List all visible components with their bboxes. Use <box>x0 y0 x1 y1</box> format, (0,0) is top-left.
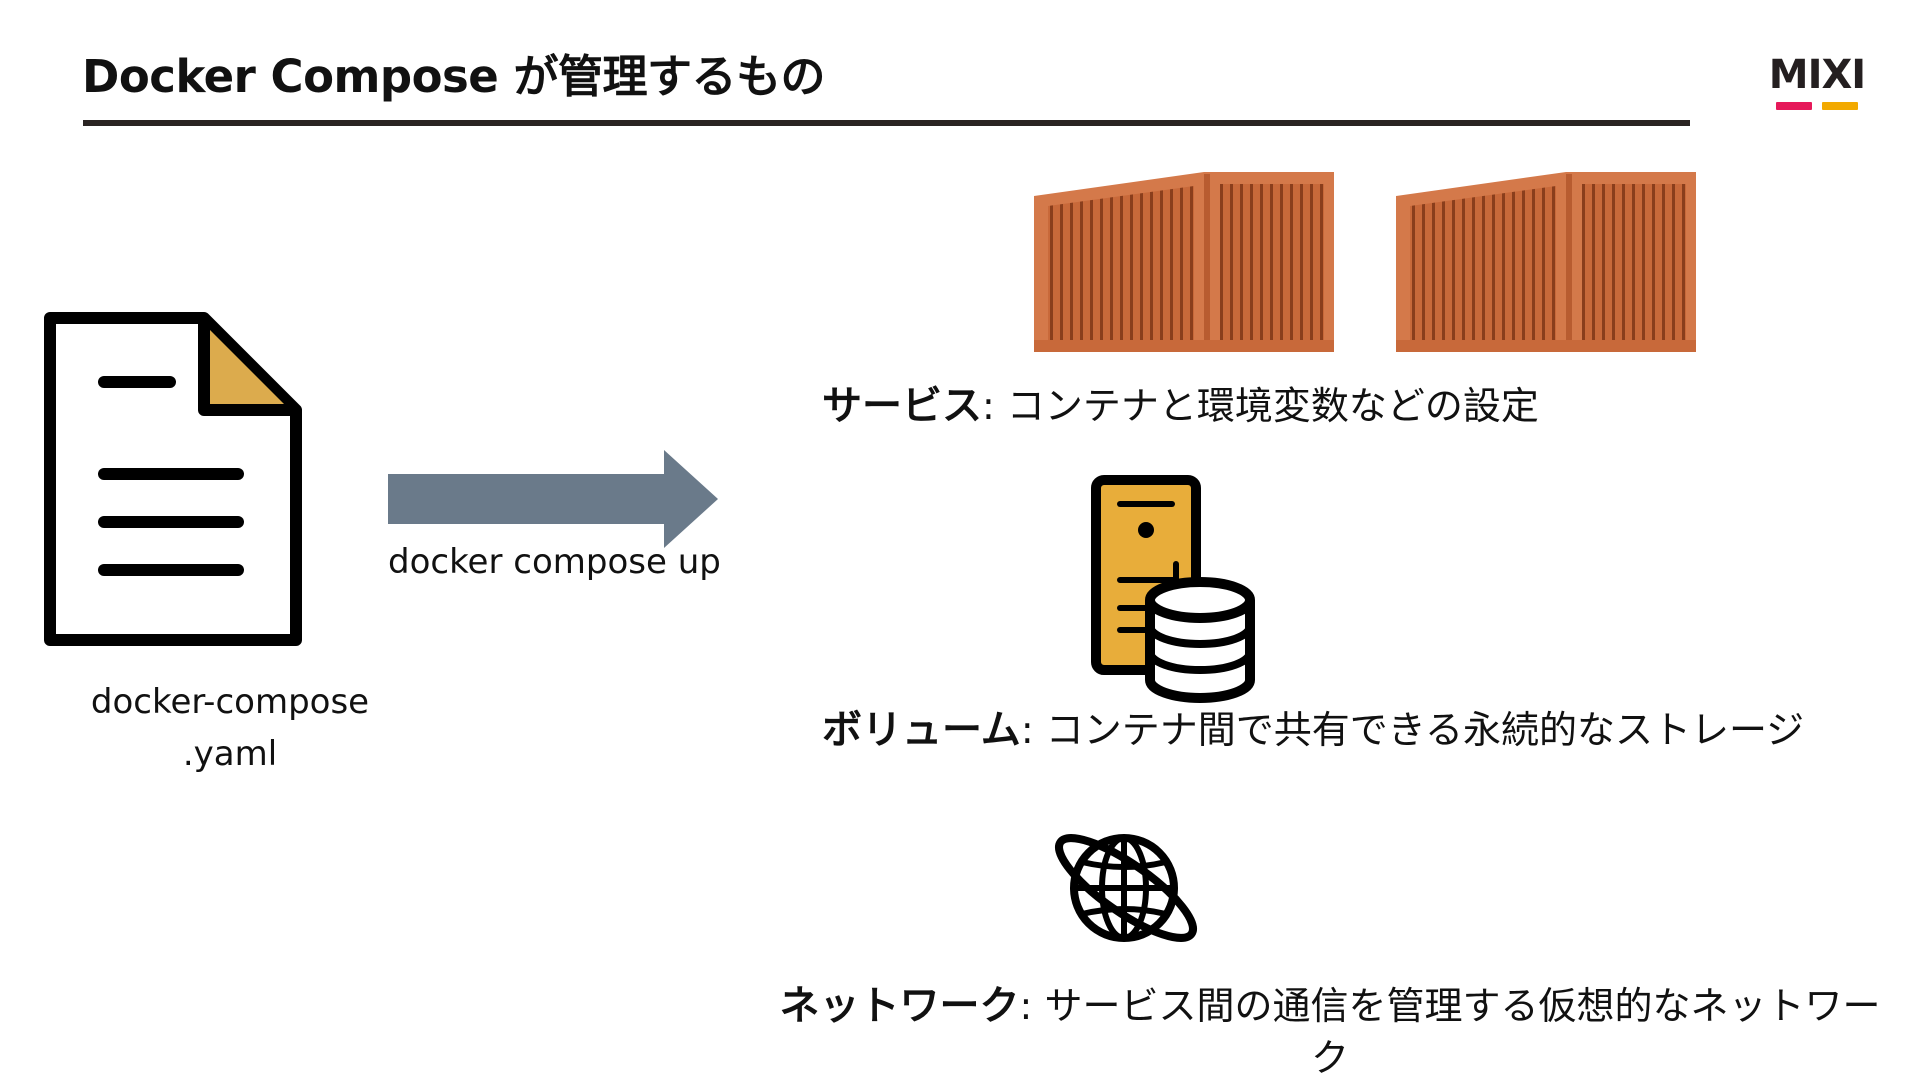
volumes-term: ボリューム <box>822 707 1021 753</box>
services-text: コンテナと環境変数などの設定 <box>994 384 1539 428</box>
mixi-logo: MIXI <box>1752 52 1882 118</box>
networks-separator: : <box>1019 984 1033 1028</box>
logo-text: MIXI <box>1768 52 1866 98</box>
logo-bar-pink <box>1776 102 1812 110</box>
network-globe-icon <box>1055 834 1197 942</box>
volumes-text: コンテナ間で共有できる永続的なストレージ <box>1033 708 1805 752</box>
right-arrow-icon <box>388 450 718 548</box>
file-name-label: docker-compose .yaml <box>60 676 400 780</box>
networks-description: ネットワーク: サービス間の通信を管理する仮想的なネットワーク <box>770 980 1890 1084</box>
file-name-line2: .yaml <box>182 734 278 774</box>
shipping-container-icon <box>1034 172 1696 352</box>
server-database-icon <box>1091 475 1255 703</box>
slide-title: Docker Compose が管理するもの <box>82 50 825 103</box>
services-term: サービス <box>822 383 982 429</box>
networks-text: サービス間の通信を管理する仮想的なネットワーク <box>1032 984 1881 1080</box>
services-description: サービス: コンテナと環境変数などの設定 <box>822 380 1539 432</box>
command-label: docker compose up <box>388 542 721 582</box>
title-divider <box>83 120 1690 126</box>
file-name-line1: docker-compose <box>90 682 370 722</box>
services-separator: : <box>982 384 995 428</box>
document-icon <box>44 312 302 646</box>
logo-bar-yellow <box>1822 102 1858 110</box>
volumes-description: ボリューム: コンテナ間で共有できる永続的なストレージ <box>822 704 1804 756</box>
volumes-separator: : <box>1020 708 1034 752</box>
networks-term: ネットワーク <box>779 983 1020 1029</box>
